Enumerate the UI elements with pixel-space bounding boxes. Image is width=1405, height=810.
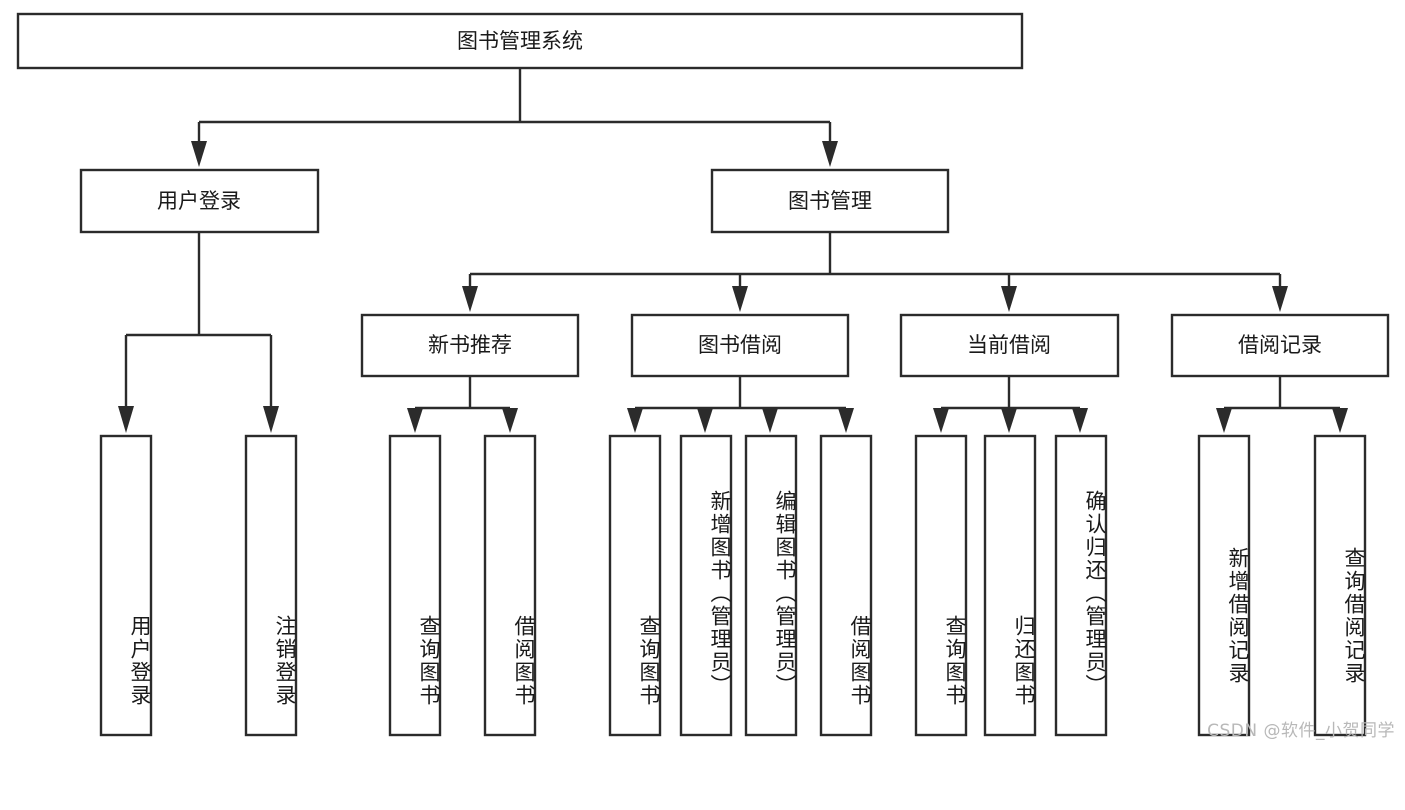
node-leaf-query-record[interactable] — [1313, 434, 1367, 737]
node-leaf-confirm-return[interactable] — [1054, 434, 1108, 737]
node-leaf-query-book-2[interactable] — [608, 434, 662, 737]
node-leaf-user-logout[interactable] — [244, 434, 298, 737]
connector-borrow-record-to-leaves — [1216, 376, 1348, 433]
node-leaf-query-book-1[interactable] — [388, 434, 442, 737]
node-book-management[interactable] — [710, 168, 950, 234]
connector-root-to-level2 — [191, 68, 838, 167]
node-root[interactable] — [16, 12, 1024, 70]
node-new-book-recommend-label: 新书推荐 — [428, 333, 512, 357]
node-current-borrow-label: 当前借阅 — [967, 333, 1051, 357]
node-leaf-user-login[interactable] — [99, 434, 153, 737]
diagram-canvas: 图书管理系统 用户登录 图书管理 新书推荐 图书借阅 当前借阅 借阅记录 用户登… — [16, 12, 1395, 741]
node-leaf-return-book[interactable] — [983, 434, 1037, 737]
node-leaf-query-book-3[interactable] — [914, 434, 968, 737]
node-borrow-record-label: 借阅记录 — [1238, 333, 1322, 357]
watermark-label: CSDN @软件_小贺同学 — [1207, 721, 1395, 741]
connector-book-borrow-to-leaves — [627, 376, 854, 433]
node-leaf-edit-book[interactable] — [744, 434, 798, 737]
node-book-borrow[interactable] — [630, 313, 850, 378]
node-root-label: 图书管理系统 — [457, 29, 583, 53]
node-leaf-borrow-book-1[interactable] — [483, 434, 537, 737]
node-leaf-borrow-book-2[interactable] — [819, 434, 873, 737]
node-borrow-record[interactable] — [1170, 313, 1390, 378]
node-current-borrow[interactable] — [899, 313, 1120, 378]
node-user-login-label: 用户登录 — [157, 189, 241, 213]
connector-user-login-to-leaves — [118, 232, 279, 433]
node-new-book-recommend[interactable] — [360, 313, 580, 378]
connector-book-management-to-level3 — [462, 232, 1288, 312]
node-user-login[interactable] — [79, 168, 320, 234]
connector-current-borrow-to-leaves — [933, 376, 1088, 433]
node-leaf-add-book[interactable] — [679, 434, 733, 737]
node-book-borrow-label: 图书借阅 — [698, 333, 782, 357]
connector-new-book-recommend-to-leaves — [407, 376, 518, 433]
diagram-svg: 图书管理系统 用户登录 图书管理 新书推荐 图书借阅 当前借阅 借阅记录 — [16, 12, 1390, 737]
node-book-management-label: 图书管理 — [788, 189, 872, 213]
node-leaf-add-record[interactable] — [1197, 434, 1251, 737]
